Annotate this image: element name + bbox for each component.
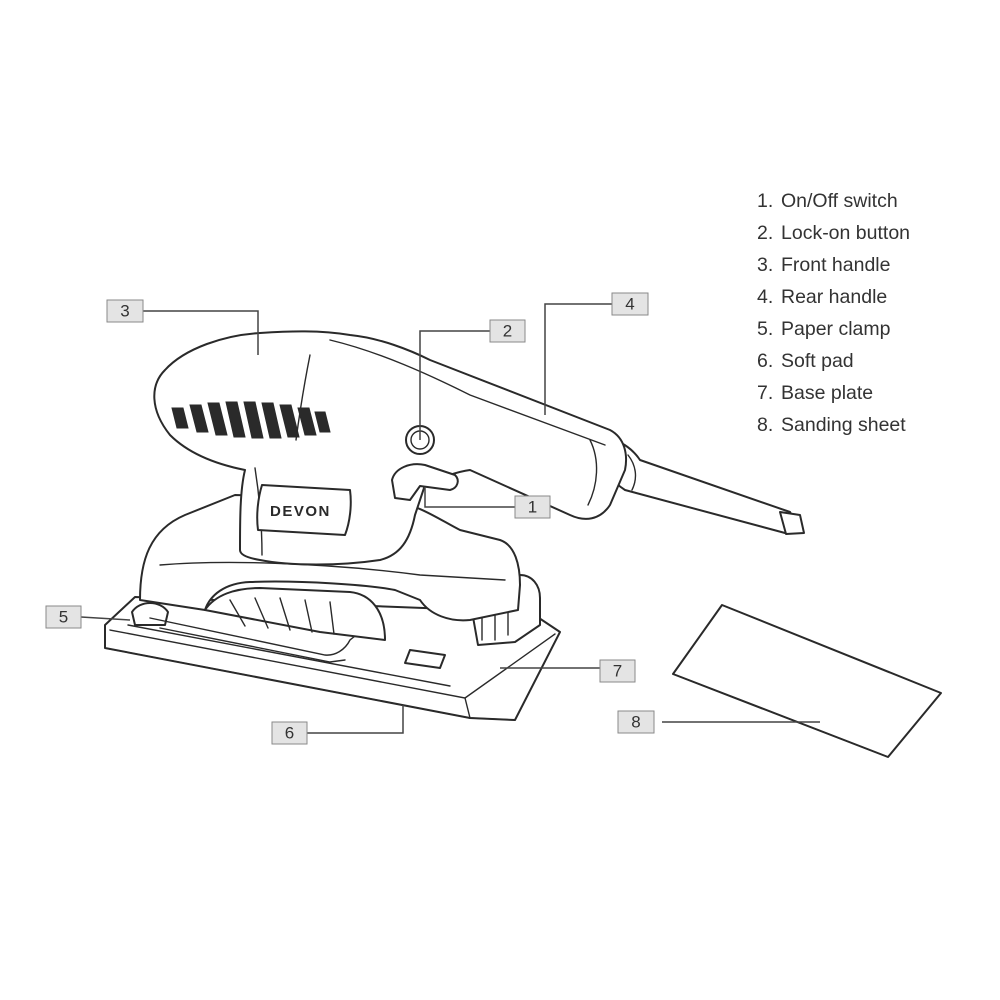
parts-legend: 1.On/Off switch 2.Lock-on button 3.Front…	[757, 185, 910, 441]
legend-item: 1.On/Off switch	[757, 190, 898, 212]
callout-6: 6	[271, 721, 308, 745]
front-vent-slots	[171, 401, 331, 439]
callout-7: 7	[599, 659, 636, 683]
legend-item: 8.Sanding sheet	[757, 414, 906, 436]
legend-item: 5.Paper clamp	[757, 318, 891, 340]
vent-slats	[229, 597, 335, 635]
leader-6	[307, 705, 404, 734]
cord-end-cap	[779, 511, 805, 535]
rear-grip-line	[587, 439, 598, 506]
sanding-sheet	[672, 604, 942, 758]
callout-1: 1	[514, 495, 551, 519]
svg-text:5: 5	[59, 608, 68, 627]
paper-clamp	[131, 602, 169, 626]
svg-text:4: 4	[625, 295, 634, 314]
leader-2	[419, 330, 490, 440]
on-off-switch	[391, 463, 459, 501]
callout-4: 4	[611, 292, 649, 316]
leader-4	[544, 303, 612, 415]
svg-text:8: 8	[631, 713, 640, 732]
sander-illustration: DEVON	[104, 330, 805, 721]
legend-item: 4.Rear handle	[757, 286, 888, 308]
paper-clamp-wire-2	[159, 627, 346, 663]
base-plate-right-edge	[464, 633, 556, 699]
front-clamp-wheel	[404, 649, 446, 669]
legend-item: 3.Front handle	[757, 254, 891, 276]
svg-text:2: 2	[503, 322, 512, 341]
callout-5: 5	[45, 605, 82, 629]
sanding-sheet-edge	[672, 673, 889, 758]
brand-logo: DEVON	[270, 503, 331, 520]
callout-2: 2	[489, 319, 526, 343]
svg-text:3: 3	[120, 302, 129, 321]
callout-8: 8	[617, 710, 655, 734]
power-cord	[599, 434, 801, 534]
paper-clamp-wire	[149, 617, 361, 656]
leader-5	[80, 616, 131, 621]
svg-text:7: 7	[613, 662, 622, 681]
brand-plate	[256, 484, 352, 536]
legend-item: 7.Base plate	[757, 382, 874, 404]
leader-1	[424, 487, 515, 508]
legend-item: 6.Soft pad	[757, 350, 854, 372]
leader-lines	[80, 303, 820, 734]
leader-3	[143, 310, 259, 355]
legend-item: 2.Lock-on button	[757, 222, 911, 244]
cord-strain-relief-ring	[627, 454, 637, 491]
callout-3: 3	[106, 299, 144, 323]
handle-grip-contour	[329, 339, 606, 446]
svg-text:6: 6	[285, 724, 294, 743]
vent-opening	[204, 587, 386, 641]
svg-text:1: 1	[528, 498, 537, 517]
base-plate-inner-line	[127, 624, 451, 687]
